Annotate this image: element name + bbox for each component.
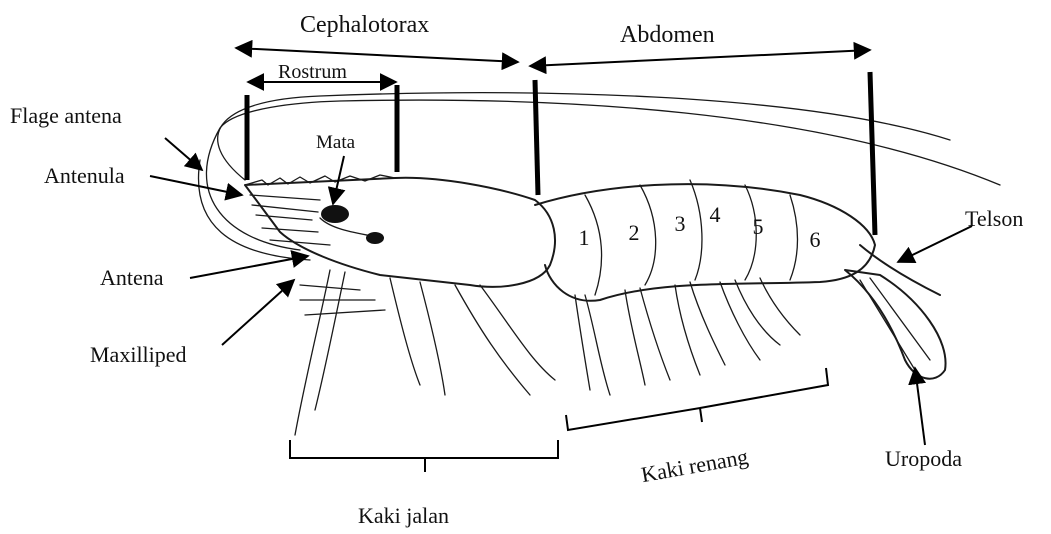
antena-pointer bbox=[190, 256, 308, 278]
antenula-pointer bbox=[150, 176, 242, 195]
label-cephalotorax: Cephalotorax bbox=[300, 12, 429, 38]
label-rostrum: Rostrum bbox=[278, 61, 347, 83]
maxilliped-pointer bbox=[222, 280, 294, 345]
pereiopods bbox=[295, 270, 555, 435]
label-kaki-jalan: Kaki jalan bbox=[358, 503, 449, 528]
pleopods bbox=[575, 278, 800, 395]
uropod-shape bbox=[845, 270, 946, 379]
label-antenula: Antenula bbox=[44, 163, 125, 188]
segment-number: 1 bbox=[579, 225, 590, 250]
label-flage-antena: Flage antena bbox=[10, 103, 122, 128]
uropoda-pointer bbox=[915, 368, 925, 445]
segment-number: 6 bbox=[810, 227, 821, 252]
abdomen-end-bar bbox=[870, 72, 875, 235]
label-abdomen: Abdomen bbox=[620, 22, 715, 48]
label-antena: Antena bbox=[100, 265, 164, 290]
telson-pointer bbox=[898, 226, 972, 262]
label-uropoda: Uropoda bbox=[885, 446, 962, 471]
antenna-scale-base bbox=[366, 232, 384, 244]
eye bbox=[321, 205, 349, 223]
uropod-ribs bbox=[860, 278, 930, 370]
label-maxilliped: Maxilliped bbox=[90, 342, 187, 367]
antennule-lines bbox=[250, 195, 330, 245]
cephalotorax-arrow bbox=[236, 48, 518, 62]
cephalothorax-end-bar bbox=[535, 80, 538, 195]
segment-number: 4 bbox=[710, 202, 721, 227]
label-mata: Mata bbox=[316, 132, 356, 153]
segment-dividers bbox=[585, 180, 798, 295]
label-kaki-renang: Kaki renang bbox=[639, 444, 750, 487]
carapace bbox=[245, 178, 555, 287]
flage-antena-pointer bbox=[165, 138, 202, 170]
segment-number: 2 bbox=[629, 220, 640, 245]
label-telson: Telson bbox=[965, 206, 1023, 231]
kaki-jalan-brace bbox=[290, 440, 558, 472]
segment-number: 3 bbox=[675, 211, 686, 236]
segment-number: 5 bbox=[753, 214, 764, 239]
abdomen-arrow bbox=[530, 50, 870, 66]
